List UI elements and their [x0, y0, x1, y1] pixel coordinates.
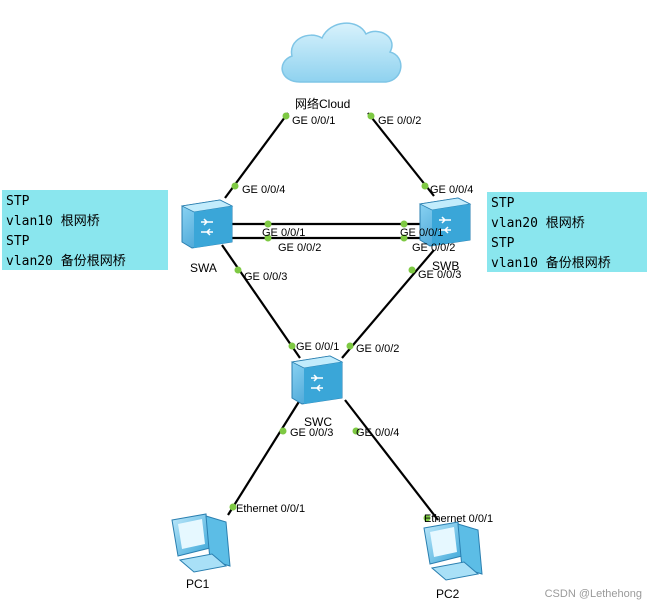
stp-note-left: STP vlan10 根网桥 STP vlan20 备份根网桥: [2, 190, 168, 270]
link-swc-pc2: [344, 399, 439, 521]
switch-icon[interactable]: [418, 197, 472, 247]
port-labels: GE 0/0/1 GE 0/0/2 GE 0/0/4 GE 0/0/4 GE 0…: [236, 115, 493, 525]
link-swb-swc: [341, 249, 435, 359]
port-dot: [231, 182, 239, 190]
port-dot: [408, 266, 416, 274]
note-line: STP: [6, 234, 30, 249]
note-line: STP: [491, 236, 515, 251]
port-label: GE 0/0/2: [412, 242, 455, 254]
link-cloud-swb: [367, 112, 435, 197]
port-dot: [400, 220, 408, 228]
port-label: GE 0/0/1: [400, 227, 443, 239]
watermark: CSDN @Lethehong: [544, 588, 642, 600]
port-label: GE 0/0/3: [418, 269, 461, 281]
links: [221, 112, 439, 521]
port-dot: [279, 427, 287, 435]
port-label: GE 0/0/1: [292, 115, 335, 127]
port-label: GE 0/0/2: [356, 343, 399, 355]
port-label: GE 0/0/4: [242, 184, 285, 196]
port-label: GE 0/0/4: [430, 184, 473, 196]
note-line: vlan10 根网桥: [6, 214, 100, 229]
port-label: Ethernet 0/0/1: [236, 503, 305, 515]
cloud-icon[interactable]: [281, 22, 402, 83]
switch-icon[interactable]: [180, 199, 234, 249]
port-label: GE 0/0/2: [378, 115, 421, 127]
port-dot: [234, 266, 242, 274]
port-dot: [282, 112, 290, 120]
port-label: GE 0/0/2: [278, 242, 321, 254]
cloud-label: 网络Cloud: [295, 96, 350, 111]
port-dot: [264, 234, 272, 242]
note-line: STP: [491, 196, 515, 211]
switch-icon[interactable]: [290, 355, 344, 405]
pc-icon[interactable]: [423, 521, 483, 581]
swb-label: SWB: [432, 259, 459, 273]
port-label: GE 0/0/1: [296, 341, 339, 353]
port-dot: [229, 503, 237, 511]
port-dot: [421, 182, 429, 190]
note-line: vlan20 根网桥: [491, 216, 585, 231]
note-line: vlan10 备份根网桥: [491, 256, 611, 271]
pc-icon[interactable]: [171, 513, 231, 573]
swa-label: SWA: [190, 261, 217, 275]
port-dot: [346, 342, 354, 350]
port-dot: [400, 234, 408, 242]
swc-label: SWC: [304, 415, 332, 429]
note-line: vlan20 备份根网桥: [6, 254, 126, 269]
port-dot: [423, 514, 431, 522]
port-dot: [288, 342, 296, 350]
port-dot: [367, 112, 375, 120]
port-dot: [264, 220, 272, 228]
pc1-label: PC1: [186, 577, 210, 591]
pc2-label: PC2: [436, 587, 460, 601]
link-swc-pc1: [227, 399, 301, 516]
port-dot: [352, 427, 360, 435]
link-swa-swc: [221, 244, 301, 359]
port-label: GE 0/0/4: [356, 427, 399, 439]
port-label: GE 0/0/3: [290, 427, 333, 439]
port-dots: [229, 112, 431, 522]
port-label: GE 0/0/1: [262, 227, 305, 239]
note-line: STP: [6, 194, 30, 209]
port-label: GE 0/0/3: [244, 271, 287, 283]
stp-note-right: STP vlan20 根网桥 STP vlan10 备份根网桥: [487, 192, 647, 272]
port-label: Ethernet 0/0/1: [424, 513, 493, 525]
